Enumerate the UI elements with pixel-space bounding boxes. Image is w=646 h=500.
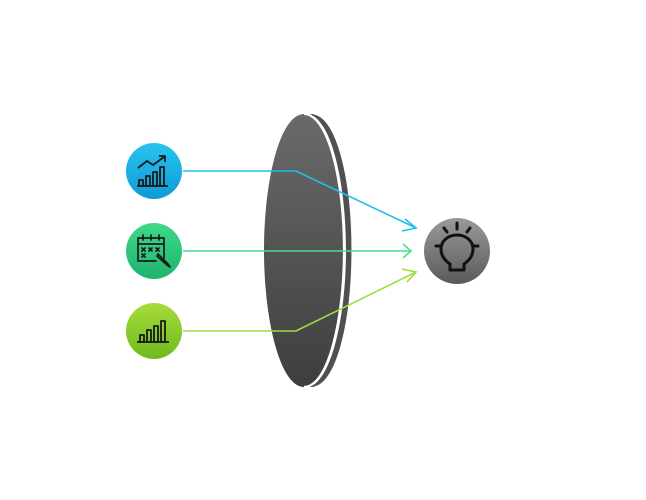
arrowhead-trend	[401, 218, 418, 232]
connector-lines	[183, 170, 418, 332]
lens-outer-edge	[313, 113, 353, 388]
calendar-icon	[137, 234, 171, 268]
lens-edge-highlight	[303, 112, 346, 389]
output-circle	[424, 218, 490, 284]
arrowhead-stats	[401, 268, 418, 283]
schedule-circle	[126, 223, 182, 279]
trend-circle	[126, 143, 182, 199]
lightbulb-icon	[434, 221, 480, 272]
trending-chart-icon	[137, 155, 168, 187]
connector-trend	[183, 170, 417, 229]
input-node-trend	[126, 143, 182, 199]
bar-chart-icon	[137, 320, 169, 343]
input-node-schedule	[126, 223, 182, 279]
connector-stats	[183, 271, 417, 332]
arrowhead-schedule	[402, 243, 413, 259]
input-node-stats	[126, 303, 182, 359]
output-node	[424, 218, 490, 284]
